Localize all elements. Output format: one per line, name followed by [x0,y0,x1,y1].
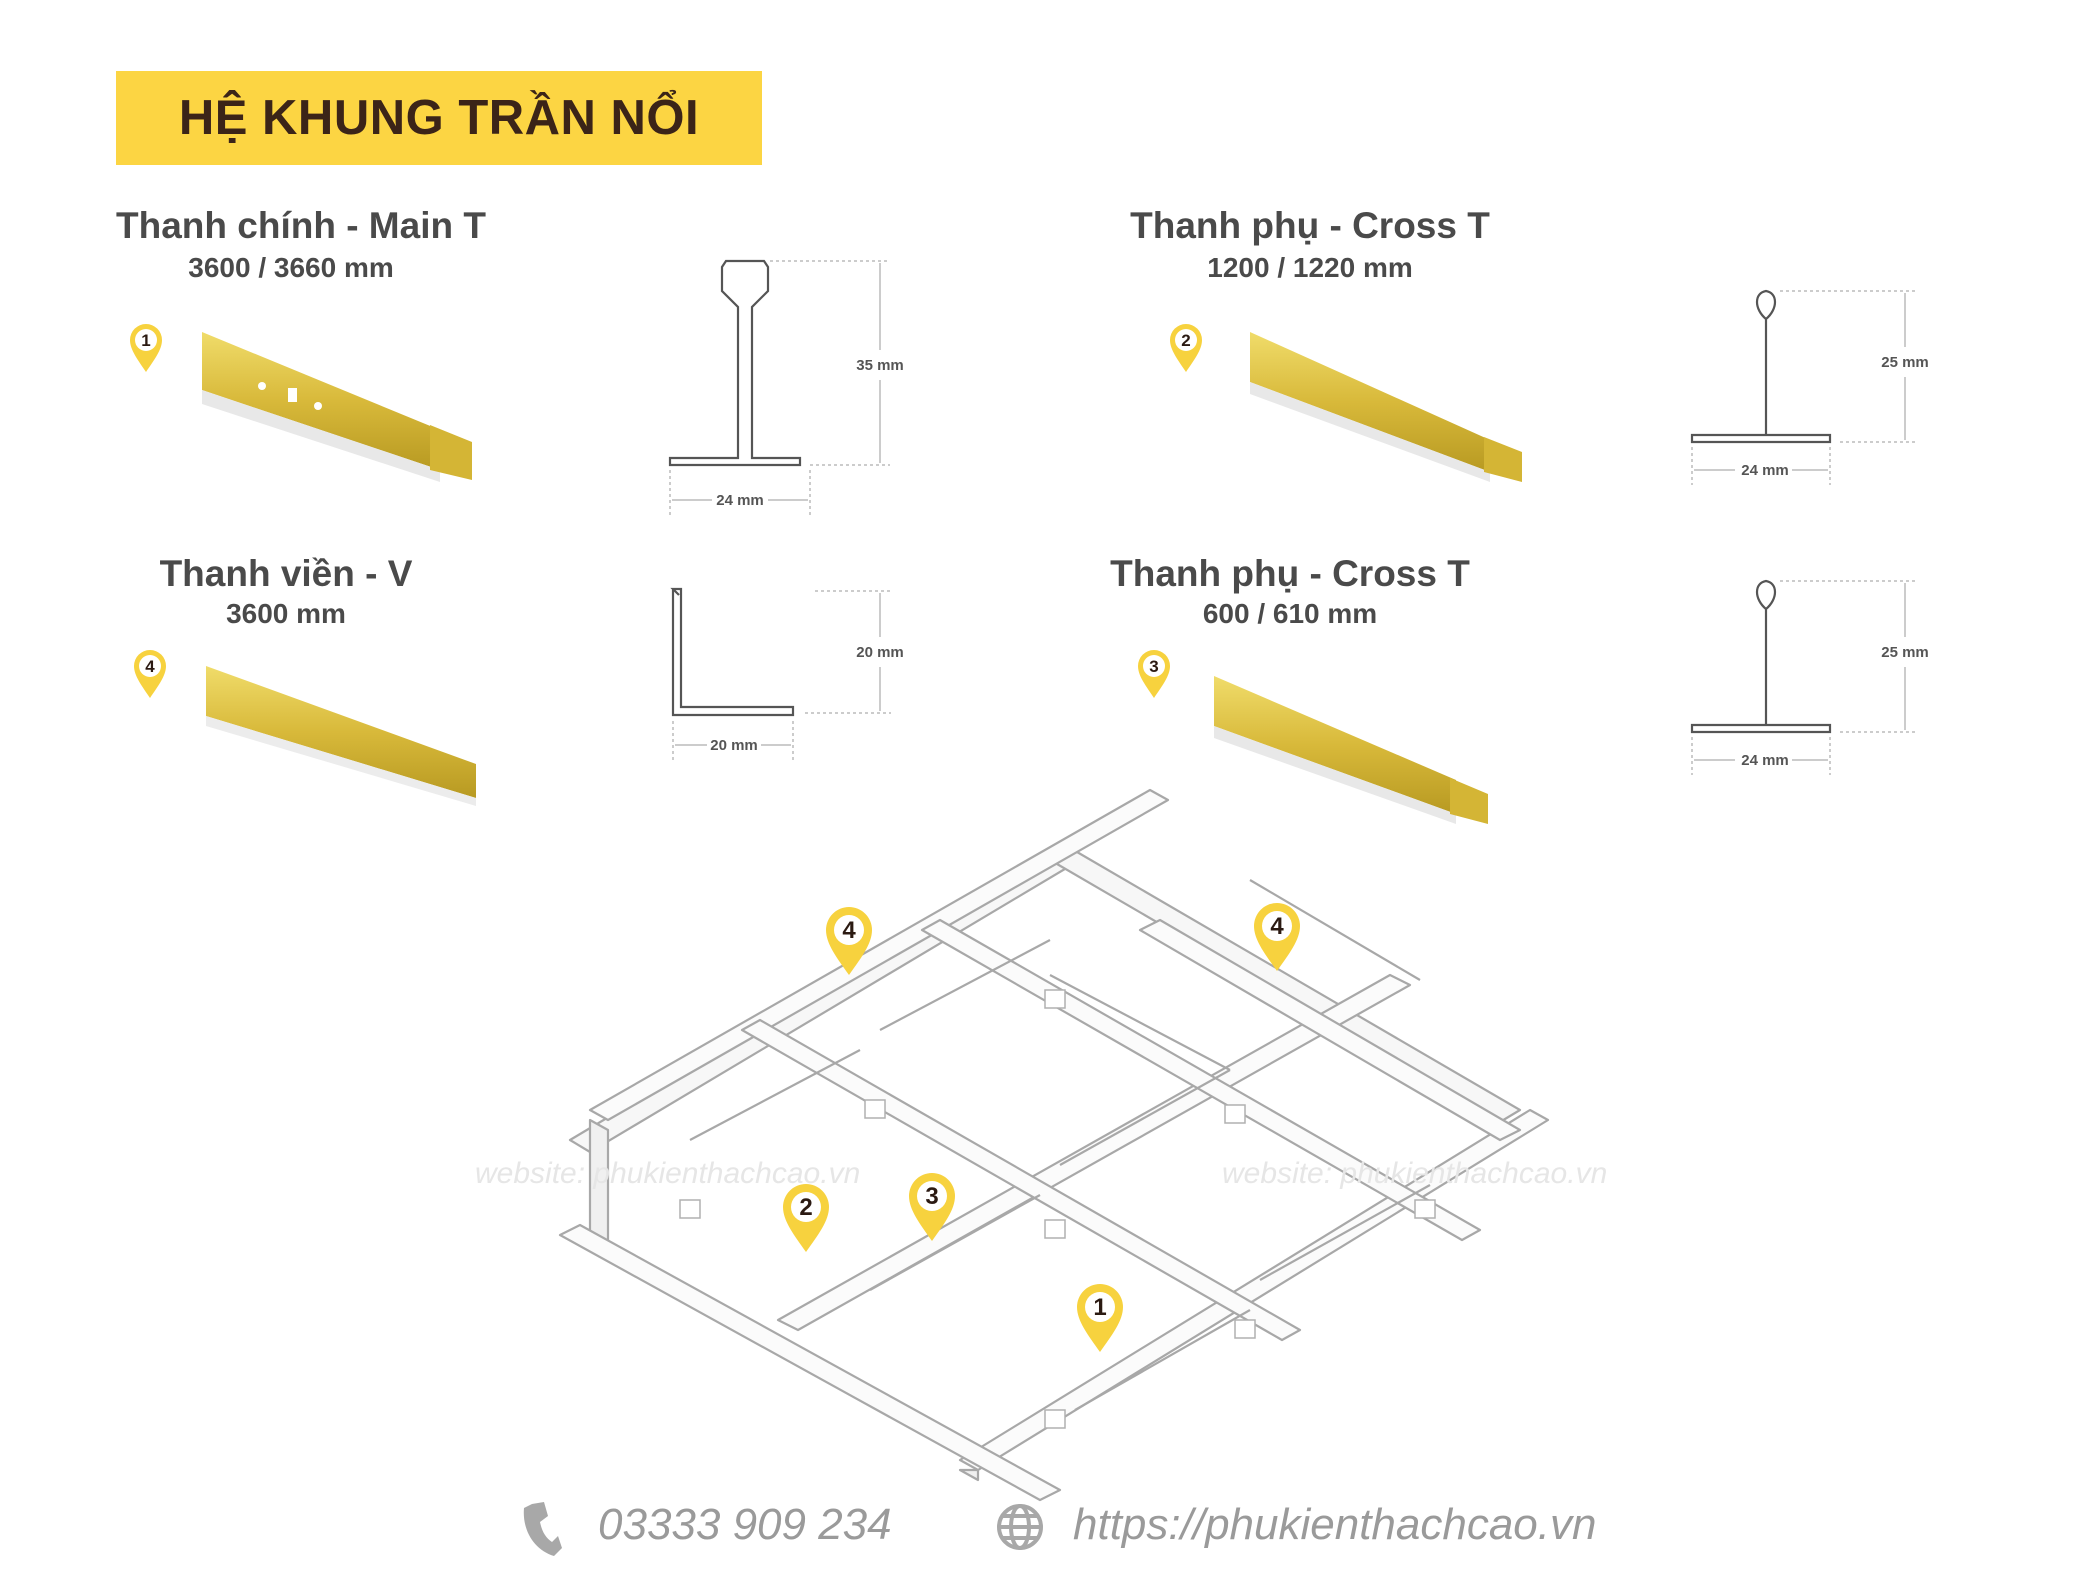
dim-height-label: 20 mm [856,644,904,661]
wall-angle-v-image [206,666,476,806]
product-2-size: 1200 / 1220 mm [1207,252,1413,283]
svg-text:1: 1 [1093,1294,1106,1321]
grid-marker-2: 2 [783,1184,829,1252]
cross-t-1200-profile-drawing: 25 mm 24 mm [1690,289,1929,485]
grid-marker-1: 1 [1077,1284,1123,1352]
map-pin-icon: 2 [1170,324,1202,372]
grid-marker-3: 3 [909,1173,955,1241]
svg-text:4: 4 [1270,913,1284,940]
dim-width-label: 20 mm [710,737,758,754]
footer-phone[interactable]: 03333 909 234 [598,1500,892,1549]
page-title: HỆ KHUNG TRẦN NỔI [178,91,700,145]
pin-label: 4 [145,657,155,676]
phone-icon [523,1502,562,1556]
pin-label: 1 [141,331,150,350]
svg-text:4: 4 [842,917,856,944]
pin-label: 3 [1149,657,1158,676]
map-pin-icon: 4 [134,650,166,698]
main-t-profile-drawing: 35 mm 24 mm [668,259,904,517]
dim-height-label: 25 mm [1881,644,1929,661]
footer-website-link[interactable]: https://phukienthachcao.vn [1073,1500,1597,1549]
watermark-left: website: phukienthachcao.vn [475,1157,860,1190]
grid-marker-4-left: 4 [826,907,872,975]
map-pin-icon: 1 [130,324,162,372]
pin-label: 2 [1181,331,1190,350]
product-4-title: Thanh viền - V [159,553,413,594]
watermark-right: website: phukienthachcao.vn [1222,1157,1607,1190]
product-1-title: Thanh chính - Main T [116,205,486,246]
product-1-size: 3600 / 3660 mm [188,252,394,283]
dim-width-label: 24 mm [1741,752,1789,769]
product-3-title: Thanh phụ - Cross T [1110,553,1470,594]
cross-t-1200-bar-image [1250,332,1522,482]
globe-icon [997,1504,1043,1550]
cross-t-600-profile-drawing: 25 mm 24 mm [1690,579,1929,775]
page-title-banner: HỆ KHUNG TRẦN NỔI [116,71,762,165]
product-4-size: 3600 mm [226,598,346,629]
dim-height-label: 25 mm [1881,354,1929,371]
dim-width-label: 24 mm [716,492,764,509]
product-3-size: 600 / 610 mm [1202,598,1378,629]
svg-text:3: 3 [925,1183,938,1210]
main-t-bar-image [202,332,472,482]
map-pin-icon: 3 [1138,650,1170,698]
svg-text:2: 2 [799,1194,812,1221]
dim-height-label: 35 mm [856,357,904,374]
cross-t-600-bar-image [1214,676,1488,824]
grid-marker-4-right: 4 [1254,903,1300,971]
dim-width-label: 24 mm [1741,462,1789,479]
product-2-title: Thanh phụ - Cross T [1130,205,1490,246]
wall-angle-v-profile-drawing: 20 mm 20 mm [670,587,904,760]
